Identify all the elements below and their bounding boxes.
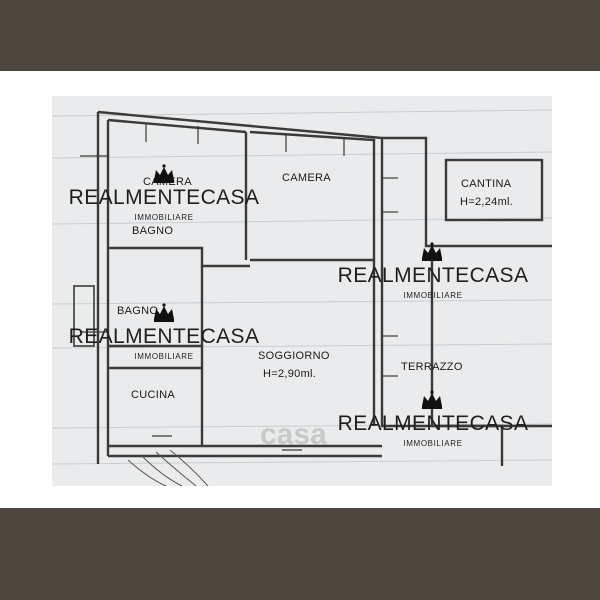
- room-label-bagno-bottom: BAGNO: [117, 305, 159, 317]
- wall-camera-right: [249, 130, 376, 426]
- watermark-brand: REALMENTECASA: [68, 186, 260, 209]
- watermark-brand: REALMENTECASA: [68, 325, 260, 348]
- watermark-subtitle: IMMOBILIARE: [134, 352, 194, 361]
- top-frame-band: [0, 0, 600, 71]
- wall-cantina-access: [382, 136, 552, 248]
- door-marks: [80, 124, 398, 451]
- watermark-1: REALMENTECASA IMMOBILIARE: [58, 186, 270, 222]
- crown-icon: [422, 242, 442, 261]
- stair-lines: [127, 449, 209, 486]
- watermark-3: REALMENTECASA IMMOBILIARE: [58, 325, 270, 361]
- room-label-cucina: CUCINA: [131, 389, 175, 401]
- room-label-cantina-height: H=2,24ml.: [460, 196, 514, 208]
- crown-icon: [154, 164, 174, 183]
- floor-plan-drawing: [52, 96, 552, 486]
- plan-walls: [96, 110, 552, 466]
- crown-icon: [154, 303, 174, 322]
- watermark-4: REALMENTECASA IMMOBILIARE: [327, 412, 539, 448]
- outer-wall-right: [97, 110, 504, 466]
- watermark-subtitle: IMMOBILIARE: [403, 439, 463, 448]
- watermark-subtitle: IMMOBILIARE: [403, 291, 463, 300]
- wall-pillar: [73, 285, 95, 347]
- room-label-bagno-top: BAGNO: [132, 225, 174, 237]
- watermark-2: REALMENTECASA IMMOBILIARE: [327, 264, 539, 300]
- room-label-soggiorno: SOGGIORNO: [258, 350, 330, 362]
- room-label-terrazzo: TERRAZZO: [401, 361, 463, 373]
- faint-background-watermark: casa: [260, 418, 327, 451]
- watermark-subtitle: IMMOBILIARE: [134, 213, 194, 222]
- watermark-brand: REALMENTECASA: [337, 264, 529, 287]
- crown-icon: [422, 390, 442, 409]
- watermark-brand: REALMENTECASA: [337, 412, 529, 435]
- wall-camera-top: [107, 118, 247, 134]
- room-label-cantina: CANTINA: [461, 178, 512, 190]
- room-label-camera-right: CAMERA: [282, 172, 331, 184]
- bottom-frame-band: [0, 508, 600, 600]
- wall-bagno-top: [108, 246, 250, 268]
- room-label-soggiorno-height: H=2,90ml.: [263, 368, 317, 380]
- cantina-box: [444, 158, 544, 222]
